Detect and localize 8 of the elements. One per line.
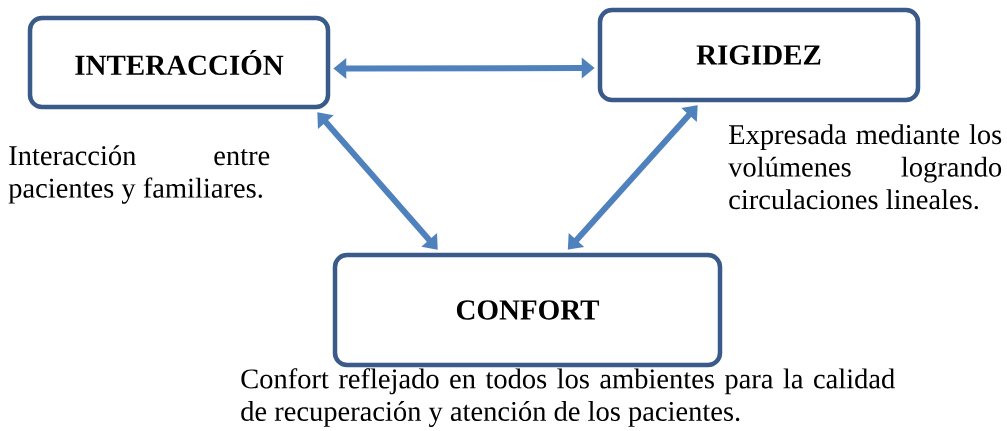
note-text: Interacción entre pacientes y familiares. bbox=[8, 145, 270, 204]
label-box: INTERACCIÓN bbox=[27, 15, 331, 110]
label-box: CONFORT bbox=[332, 252, 723, 368]
double-arrow bbox=[567, 105, 698, 250]
note-text: Expresada mediante los volúmenes logrando circulaciones lineales. bbox=[728, 124, 1002, 210]
label-box: RIGIDEZ bbox=[597, 7, 921, 103]
double-arrow bbox=[317, 112, 438, 250]
note-text: Confort reflejado en todos los ambientes para la calidad de recuperación y atención de los pacientes. bbox=[241, 368, 895, 427]
